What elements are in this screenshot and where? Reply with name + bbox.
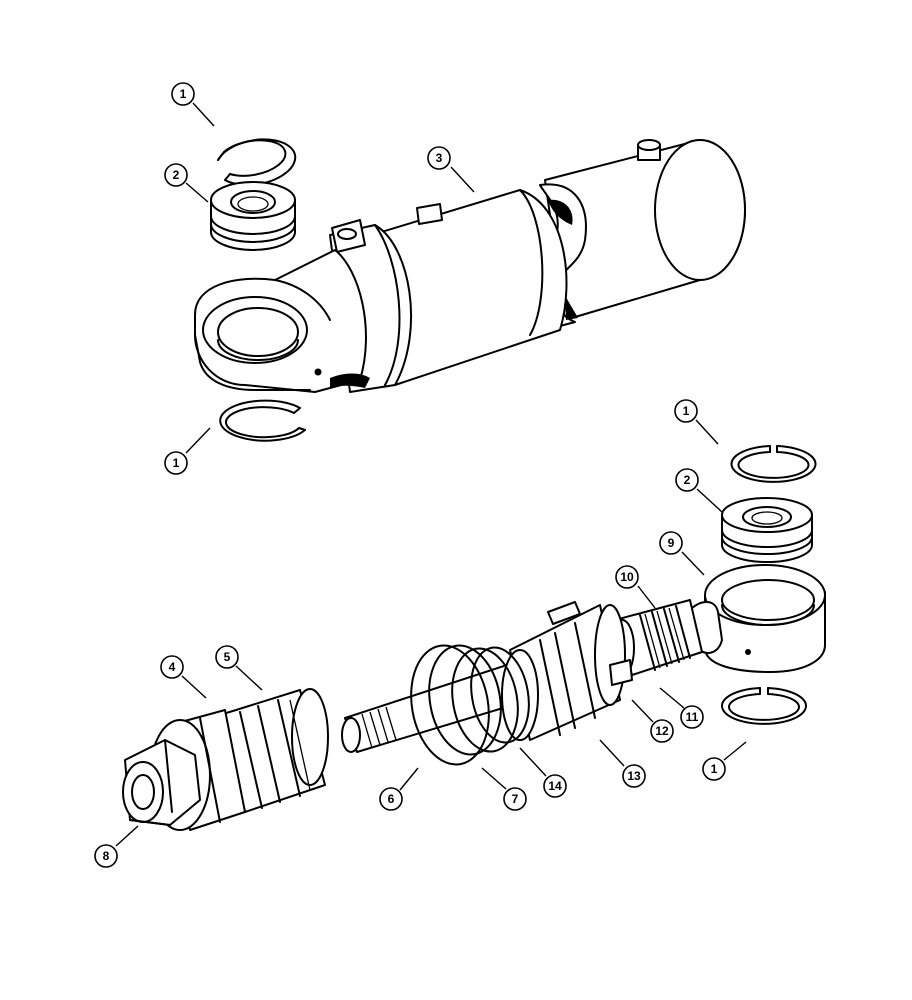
svg-text:1: 1 (180, 87, 187, 101)
callout-3-barrel: 3 (427, 146, 451, 170)
leader-lines (115, 102, 747, 847)
snap-ring-right-bottom (721, 687, 807, 725)
snap-ring-top (217, 138, 297, 186)
wear-rings (410, 644, 530, 766)
svg-text:3: 3 (436, 151, 443, 165)
callout-11-seal: 11 (680, 705, 704, 729)
callout-6-ring: 6 (379, 787, 403, 811)
svg-text:1: 1 (683, 404, 690, 418)
callout-1-right-bottom-ring: 1 (702, 757, 726, 781)
snap-ring-middle (219, 399, 306, 442)
callout-1-top-ring: 1 (171, 82, 195, 106)
svg-text:9: 9 (668, 536, 675, 550)
callout-1-right-top-ring: 1 (674, 399, 698, 423)
callout-9-rod-eye: 9 (659, 531, 683, 555)
callout-8-nut: 8 (94, 844, 118, 868)
bushing-right (721, 497, 813, 563)
rod-end-eye (704, 564, 826, 673)
snap-ring-right-top (730, 445, 817, 483)
svg-text:4: 4 (169, 660, 176, 674)
callout-1-middle-ring: 1 (164, 451, 188, 475)
bushing-top (210, 181, 296, 251)
callout-2-right-bushing: 2 (675, 468, 699, 492)
cylinder-head (501, 601, 633, 741)
cylinder-barrel (194, 139, 746, 393)
callout-4-piston-body: 4 (160, 655, 184, 679)
callout-10-seal: 10 (615, 565, 639, 589)
callout-5-piston: 5 (215, 645, 239, 669)
lock-nut (122, 739, 201, 826)
svg-text:12: 12 (655, 724, 669, 738)
svg-text:2: 2 (173, 168, 180, 182)
piston (219, 688, 329, 813)
svg-text:14: 14 (548, 779, 562, 793)
svg-text:10: 10 (620, 570, 634, 584)
callout-7-ring: 7 (503, 787, 527, 811)
svg-text:11: 11 (686, 710, 699, 724)
svg-text:5: 5 (224, 650, 231, 664)
callout-13-head: 13 (622, 764, 646, 788)
svg-text:2: 2 (684, 473, 691, 487)
callout-2-top-bushing: 2 (164, 163, 188, 187)
svg-text:7: 7 (512, 792, 519, 806)
svg-text:8: 8 (103, 849, 110, 863)
callout-12-seal: 12 (650, 719, 674, 743)
svg-text:6: 6 (388, 792, 395, 806)
svg-text:1: 1 (711, 762, 718, 776)
svg-text:13: 13 (627, 769, 641, 783)
callout-14-ring: 14 (543, 774, 567, 798)
svg-text:1: 1 (173, 456, 180, 470)
